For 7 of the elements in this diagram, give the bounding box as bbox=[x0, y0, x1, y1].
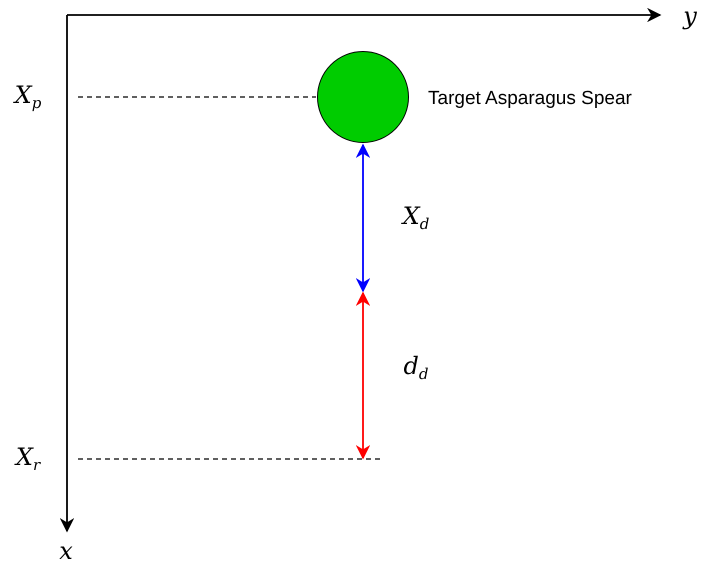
axis-label: y bbox=[683, 4, 697, 28]
axis-label: d$_{d}$ bbox=[404, 354, 428, 382]
axis-label: x bbox=[59, 539, 73, 563]
caption-text: Target Asparagus Spear bbox=[428, 88, 632, 110]
axis-label: X$_{r}$ bbox=[16, 445, 40, 473]
axis-label: X$_{d}$ bbox=[402, 204, 430, 232]
axis-label: X$_{p}$ bbox=[14, 83, 42, 111]
